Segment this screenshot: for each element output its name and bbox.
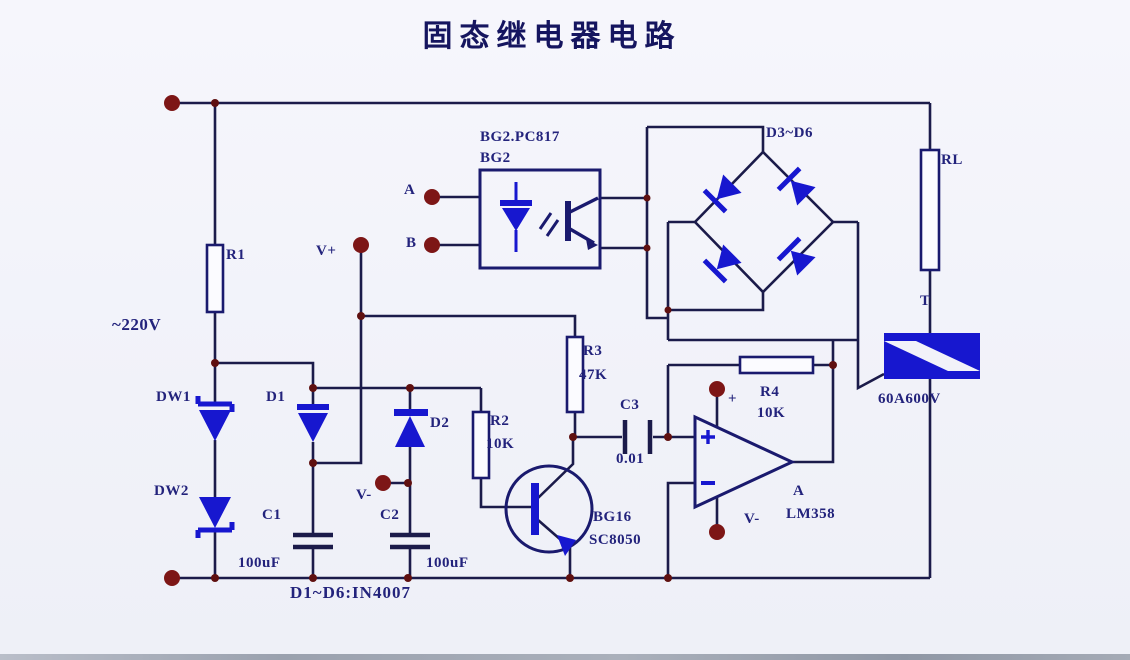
transistor-ref-label: BG16 [593,509,632,525]
opamp-model-label: LM358 [786,506,836,522]
opto-light-arrows [538,212,560,237]
r4-value-label: 10K [757,405,786,421]
dw1-label: DW1 [156,389,191,405]
dw2-zener [195,497,235,538]
opto-pin-wire [432,195,647,250]
page-title: 固态继电器电路 [422,20,682,53]
diode-top-wire [215,361,483,412]
diode-note-label: D1~D6:IN4007 [290,583,411,602]
terminal-input-b [424,237,440,253]
c3-capacitor [622,420,653,454]
terminal-opamp-vplus [709,381,725,397]
terminal-vplus [353,237,369,253]
triac-rating-label: 60A600V [878,391,941,407]
r3-label: R3 [583,343,603,359]
transistor-leads-wire [537,437,575,578]
triac-ref-label: T [920,293,931,309]
d1-label: D1 [266,389,286,405]
triac-symbol [884,333,980,379]
r2-label: R2 [490,413,510,429]
transistor-base-bar [531,483,539,535]
vminus-rail-label: V- [356,487,372,503]
c1-capacitor [293,532,333,550]
triac-wedge-left [884,341,948,371]
terminal-input-a [424,189,440,205]
c2-label: C2 [380,507,400,523]
opto-ref-label: BG2 [480,150,511,166]
vplus-rail-label: V+ [316,243,337,259]
bridge-diode-tr [776,166,816,206]
transistor-model-label: SC8050 [589,532,642,548]
c3-row-wire [575,365,695,439]
power-rails-wire [172,101,932,580]
wires [172,101,932,580]
opamp-vminus-pin-label: V- [744,511,760,527]
opto-led [500,182,532,252]
bottom-border-strip [0,654,1130,660]
r4-resistor [738,355,815,375]
r4-label: R4 [760,384,780,400]
bridge-rectifier-symbol [693,150,835,294]
d1-diode [297,404,329,442]
r2-value-label: 10K [486,436,515,452]
rl-label: RL [941,152,963,168]
resistor-symbols [205,148,941,480]
r2-resistor [471,410,491,480]
rl-resistor [919,148,941,272]
bridge-routing-wire [645,125,885,391]
bridge-diode-br [776,236,816,276]
opamp-ref-label: A [793,483,805,499]
input-a-label: A [404,182,416,198]
bridge-label: D3~D6 [766,125,813,141]
triac-wedge-right [916,341,980,371]
r3-value-label: 47K [579,367,608,383]
junction-dots [211,99,837,582]
c2-value-label: 100uF [426,555,469,571]
c1-value-label: 100uF [238,555,281,571]
opamp-symbol [693,414,796,510]
bridge-diode-bl [702,244,742,284]
terminal-opamp-vminus [709,524,725,540]
opto-part-label: BG2.PC817 [480,129,560,145]
diode-symbols [195,396,428,538]
c1-label: C1 [262,507,282,523]
ac-source-label: ~220V [112,315,162,334]
r1-resistor [205,243,225,314]
transistor-emitter-arrow [557,535,576,556]
opamp-minus-wire [666,481,695,578]
c2-capacitor [390,532,430,550]
opto-phototransistor [565,196,599,250]
terminal-bottom-left [164,570,180,586]
r3-resistor [565,335,585,414]
transistor-symbol [504,464,594,556]
opamp-vplus-pin-label: + [728,391,738,407]
c3-label: C3 [620,397,640,413]
capacitor-symbols [293,420,653,550]
optocoupler-symbol [478,168,602,270]
r4-feedback-wire [668,338,858,464]
base-wire [479,478,531,509]
r1-label: R1 [226,247,246,263]
terminals [164,95,725,586]
bridge-diode-tl [702,174,742,214]
d2-diode [394,409,428,447]
c3-value-label: 0.01 [616,451,645,467]
input-b-label: B [406,235,417,251]
terminal-top-left [164,95,180,111]
d2-label: D2 [430,415,450,431]
dw2-label: DW2 [154,483,189,499]
opamp-plus-input-sign [701,430,715,444]
dw1-zener [195,396,235,441]
terminal-vminus [375,475,391,491]
